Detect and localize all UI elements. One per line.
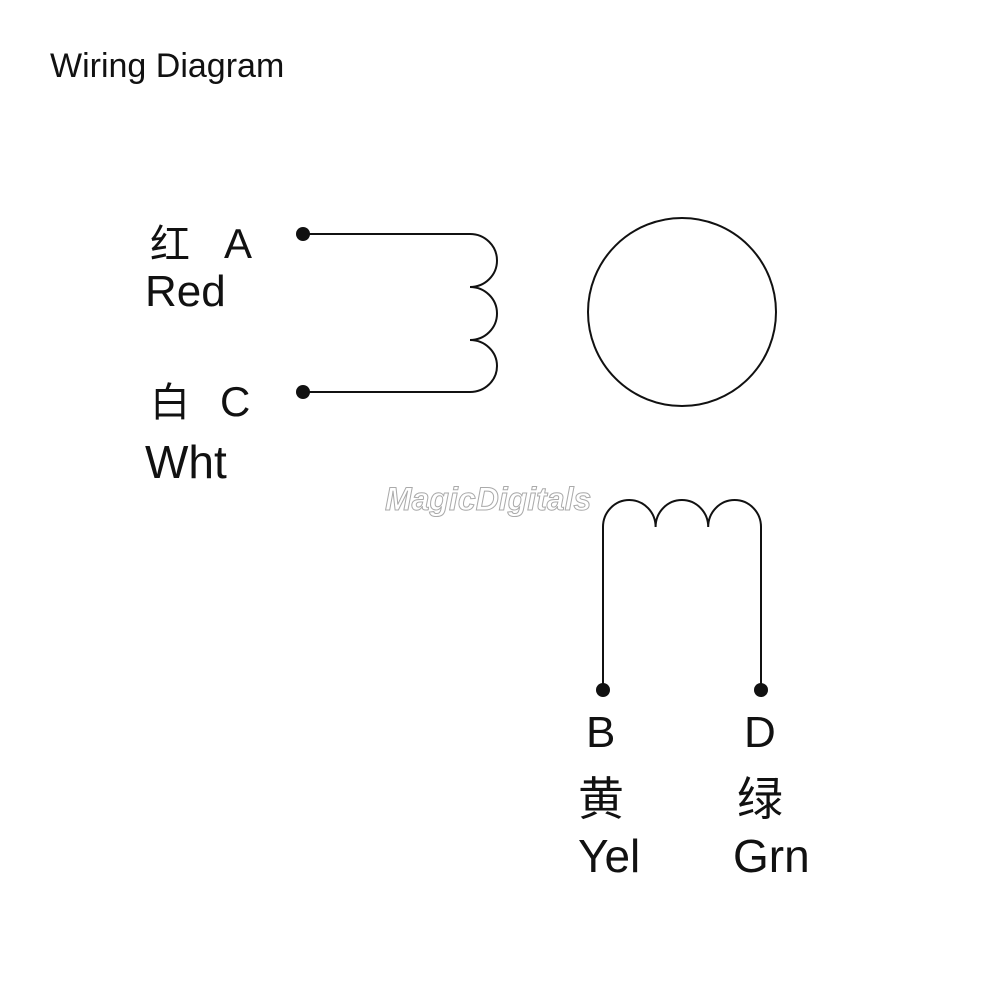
- label-c-letter: C: [220, 378, 250, 425]
- label-b-en: Yel: [578, 830, 640, 882]
- coil-a-c: [303, 233, 498, 393]
- label-c-en: Wht: [145, 436, 227, 488]
- coil-b-d: [602, 499, 762, 690]
- terminal-dot-a: [296, 227, 310, 241]
- label-a-en: Red: [145, 267, 226, 316]
- label-b-cn: 黄: [578, 772, 624, 826]
- label-c-cn: 白: [150, 380, 190, 426]
- label-d-en: Grn: [733, 830, 810, 882]
- rotor-circle: [587, 217, 777, 407]
- label-d-letter: D: [744, 708, 776, 757]
- watermark: MagicDigitals: [385, 481, 591, 517]
- terminal-dot-c: [296, 385, 310, 399]
- terminal-dot-b: [596, 683, 610, 697]
- label-d-cn: 绿: [737, 772, 783, 826]
- label-a-cn: 红: [150, 222, 190, 268]
- diagram-title: Wiring Diagram: [50, 47, 284, 85]
- label-a-letter: A: [224, 220, 252, 267]
- label-b-letter: B: [586, 708, 615, 757]
- terminal-dot-d: [754, 683, 768, 697]
